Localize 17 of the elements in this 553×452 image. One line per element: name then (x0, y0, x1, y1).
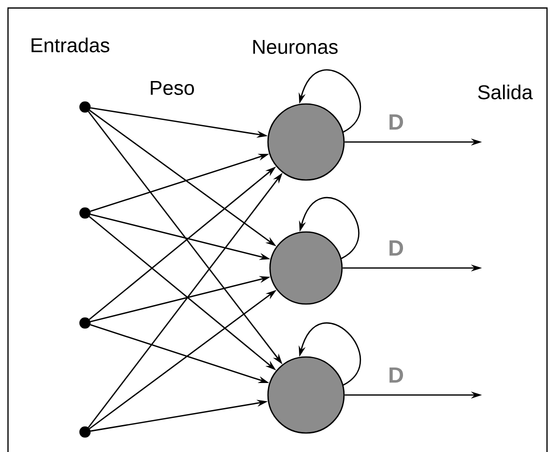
heading-label: Neuronas (253, 40, 338, 54)
neuron-circle (267, 356, 345, 434)
edge-label: D (390, 114, 404, 130)
loop-arrow (298, 322, 361, 386)
heading-label: Salida (478, 84, 533, 100)
loop-arrow (299, 197, 360, 260)
input-dot (79, 207, 91, 219)
input-dot (79, 101, 91, 113)
edge-label: D (390, 240, 404, 256)
neuron-circle (267, 103, 345, 181)
edge-label: D (390, 367, 404, 383)
input-dot (79, 317, 91, 329)
neuron-circle (269, 231, 343, 305)
loop-arrow (298, 70, 361, 133)
heading-label: Entradas (32, 38, 110, 52)
heading-label: Peso (150, 81, 194, 95)
input-dot (79, 426, 91, 438)
